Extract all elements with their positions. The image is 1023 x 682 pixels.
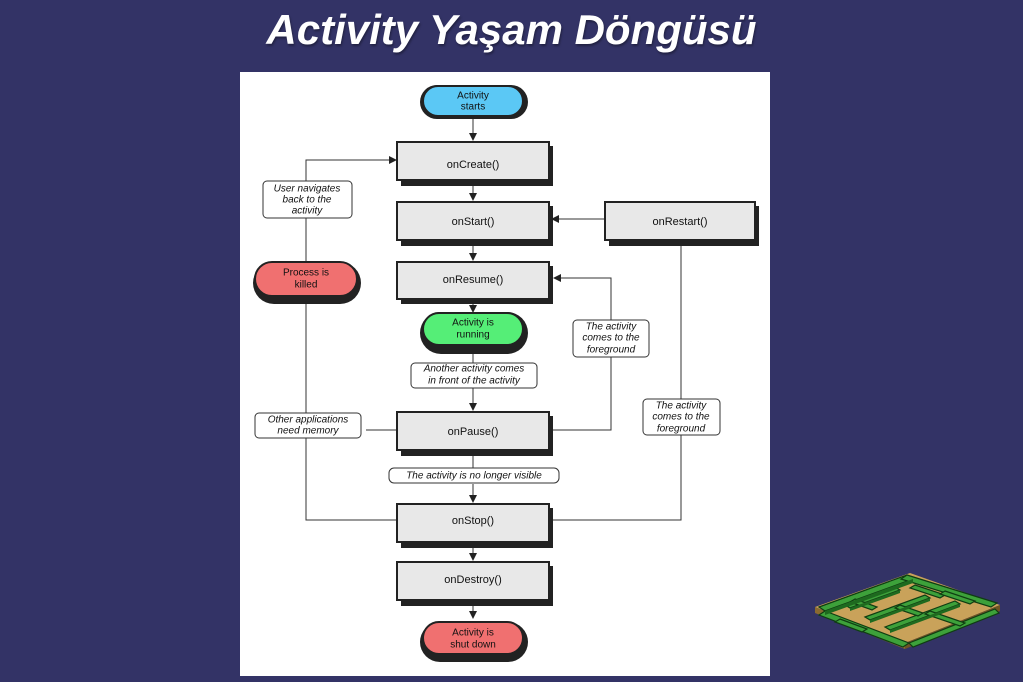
note-foreground-1-line2: comes to the bbox=[582, 333, 640, 344]
note-comes-to-foreground-2: The activity comes to the foreground bbox=[642, 398, 721, 436]
onstop-label: onStop() bbox=[452, 515, 494, 527]
note-another-activity: Another activity comes in front of the a… bbox=[410, 362, 538, 389]
note-foreground-1-line1: The activity bbox=[586, 322, 638, 333]
note-foreground-2-line3: foreground bbox=[657, 424, 706, 435]
note-other-apps: Other applications need memory bbox=[254, 412, 362, 439]
note-other-apps-line1: Other applications bbox=[268, 415, 349, 426]
onresume-node: onResume() bbox=[396, 261, 553, 304]
onpause-label: onPause() bbox=[448, 426, 499, 438]
onrestart-node: onRestart() bbox=[604, 201, 759, 246]
lifecycle-diagram: onCreate() onStart() onRestart() onResum… bbox=[240, 72, 770, 676]
ondestroy-node: onDestroy() bbox=[396, 561, 553, 606]
onstart-label: onStart() bbox=[452, 216, 495, 228]
activity-shutdown-line1: Activity is bbox=[452, 628, 494, 639]
onstart-node: onStart() bbox=[396, 201, 553, 246]
onpause-node: onPause() bbox=[396, 411, 553, 456]
note-user-navigates-line3: activity bbox=[292, 206, 324, 217]
activity-running-node: Activity is running bbox=[420, 312, 528, 354]
maze-icon bbox=[805, 565, 1005, 670]
note-no-longer-visible-line1: The activity is no longer visible bbox=[406, 471, 542, 482]
note-user-navigates: User navigates back to the activity bbox=[262, 180, 353, 219]
activity-starts-node: Activity starts bbox=[420, 85, 528, 119]
note-foreground-1-line3: foreground bbox=[587, 345, 636, 356]
note-other-apps-line2: need memory bbox=[277, 426, 339, 437]
note-foreground-2-line2: comes to the bbox=[652, 412, 710, 423]
note-user-navigates-line2: back to the bbox=[283, 195, 332, 206]
process-killed-node: Process is killed bbox=[253, 261, 361, 304]
oncreate-node: onCreate() bbox=[396, 141, 553, 186]
process-killed-line2: killed bbox=[295, 280, 318, 291]
activity-starts-line2: starts bbox=[461, 102, 485, 113]
activity-shutdown-node: Activity is shut down bbox=[420, 621, 528, 662]
note-comes-to-foreground-1: The activity comes to the foreground bbox=[572, 319, 650, 358]
ondestroy-label: onDestroy() bbox=[444, 574, 501, 586]
onresume-label: onResume() bbox=[443, 274, 504, 286]
slide-title: Activity Yaşam Döngüsü bbox=[266, 6, 757, 53]
activity-running-line2: running bbox=[456, 330, 489, 341]
activity-starts-line1: Activity bbox=[457, 91, 489, 102]
note-no-longer-visible: The activity is no longer visible bbox=[388, 467, 560, 484]
note-another-activity-line1: Another activity comes bbox=[423, 364, 525, 375]
note-another-activity-line2: in front of the activity bbox=[428, 376, 521, 387]
note-user-navigates-line1: User navigates bbox=[274, 184, 341, 195]
activity-running-line1: Activity is bbox=[452, 318, 494, 329]
note-foreground-2-line1: The activity bbox=[656, 401, 708, 412]
onrestart-label: onRestart() bbox=[652, 216, 707, 228]
process-killed-line1: Process is bbox=[283, 268, 329, 279]
oncreate-label: onCreate() bbox=[447, 159, 500, 171]
onstop-node: onStop() bbox=[396, 503, 553, 548]
activity-shutdown-line2: shut down bbox=[450, 640, 496, 651]
